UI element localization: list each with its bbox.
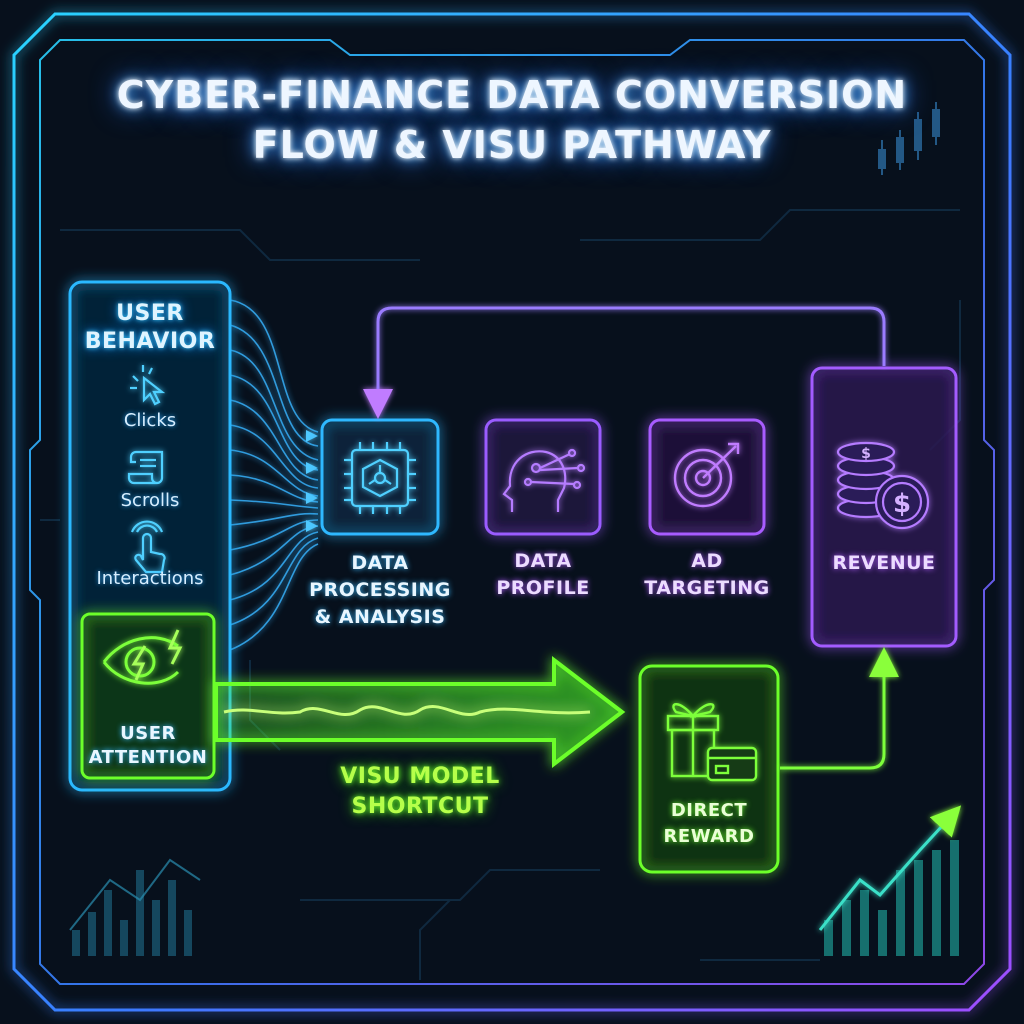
cursor-click-icon [130, 365, 166, 406]
scrolls-label: Scrolls [120, 490, 180, 511]
outer-frame [12, 12, 1012, 1012]
user-attention-label: USER ATTENTION [88, 723, 208, 768]
coin-dollar-sign-icon: $ [893, 489, 911, 519]
direct-reward-label: DIRECT REWARD [663, 800, 755, 847]
page-title: CYBER-FINANCE DATA CONVERSION FLOW & VIS… [116, 73, 908, 167]
inner-frame [29, 39, 995, 985]
background-bar-chart-right [824, 840, 959, 956]
data-processing-box [320, 418, 440, 536]
visu-shortcut-label: VISU MODEL SHORTCUT [340, 764, 500, 819]
target-arrow-icon [673, 442, 740, 508]
background-bar-chart-left [72, 870, 192, 956]
stack-dollar-sign-icon: $ [861, 446, 871, 462]
clicks-label: Clicks [123, 410, 177, 431]
data-profile-label: DATA PROFILE [496, 550, 590, 599]
user-behavior-title: USER BEHAVIOR [84, 301, 216, 354]
ad-targeting-box [648, 418, 766, 536]
stream-arrowheads [306, 430, 318, 532]
eye-lightning-icon [102, 629, 183, 685]
processor-chip-icon [344, 442, 416, 514]
background-circuit-lines [40, 209, 961, 980]
gift-card-icon [666, 703, 758, 782]
visu-shortcut-arrow [214, 655, 626, 769]
touch-interaction-icon [130, 520, 166, 574]
revenue-label: REVENUE [832, 552, 936, 574]
scroll-icon [127, 450, 164, 485]
background-trend-line-left [69, 858, 201, 931]
interactions-label: Interactions [96, 568, 204, 589]
background-trend-arrow-right [818, 805, 962, 931]
head-profile-icon [502, 448, 586, 512]
feedback-loop-arrow [363, 306, 886, 419]
background-candlestick-chart [878, 102, 940, 175]
coins-dollar-icon [836, 441, 930, 530]
reward-to-revenue-arrow [780, 647, 899, 770]
data-profile-box [484, 418, 602, 536]
data-processing-label: DATA PROCESSING & ANALYSIS [309, 552, 451, 628]
ad-targeting-label: AD TARGETING [644, 550, 770, 599]
